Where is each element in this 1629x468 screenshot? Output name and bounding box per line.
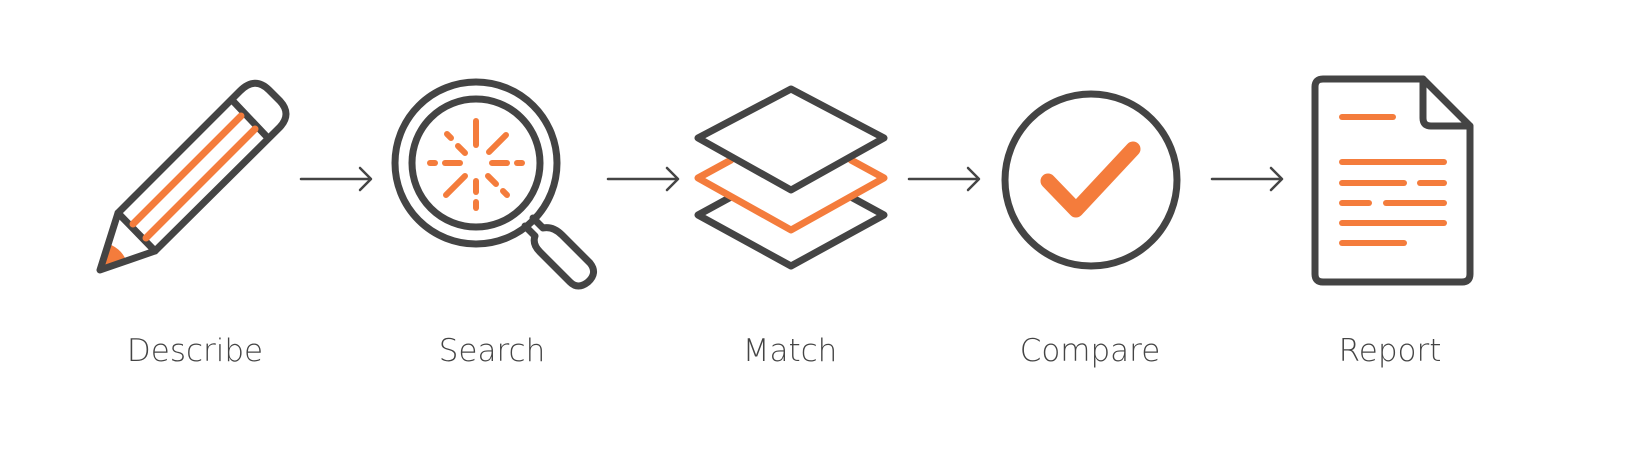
step-label-compare: Compare xyxy=(1019,333,1161,369)
step-label-search: Search xyxy=(438,333,546,369)
arrow-1 xyxy=(299,166,373,192)
magnifier-icon xyxy=(391,78,597,290)
pencil-icon xyxy=(96,79,290,274)
arrow-4 xyxy=(1210,166,1284,192)
layers-icon xyxy=(694,85,888,270)
step-label-match: Match xyxy=(742,333,838,369)
document-icon xyxy=(1311,75,1474,286)
check-circle-icon xyxy=(1001,90,1181,270)
arrow-2 xyxy=(606,166,680,192)
arrow-3 xyxy=(907,166,981,192)
step-label-report: Report xyxy=(1338,333,1442,369)
step-label-describe: Describe xyxy=(126,333,264,369)
